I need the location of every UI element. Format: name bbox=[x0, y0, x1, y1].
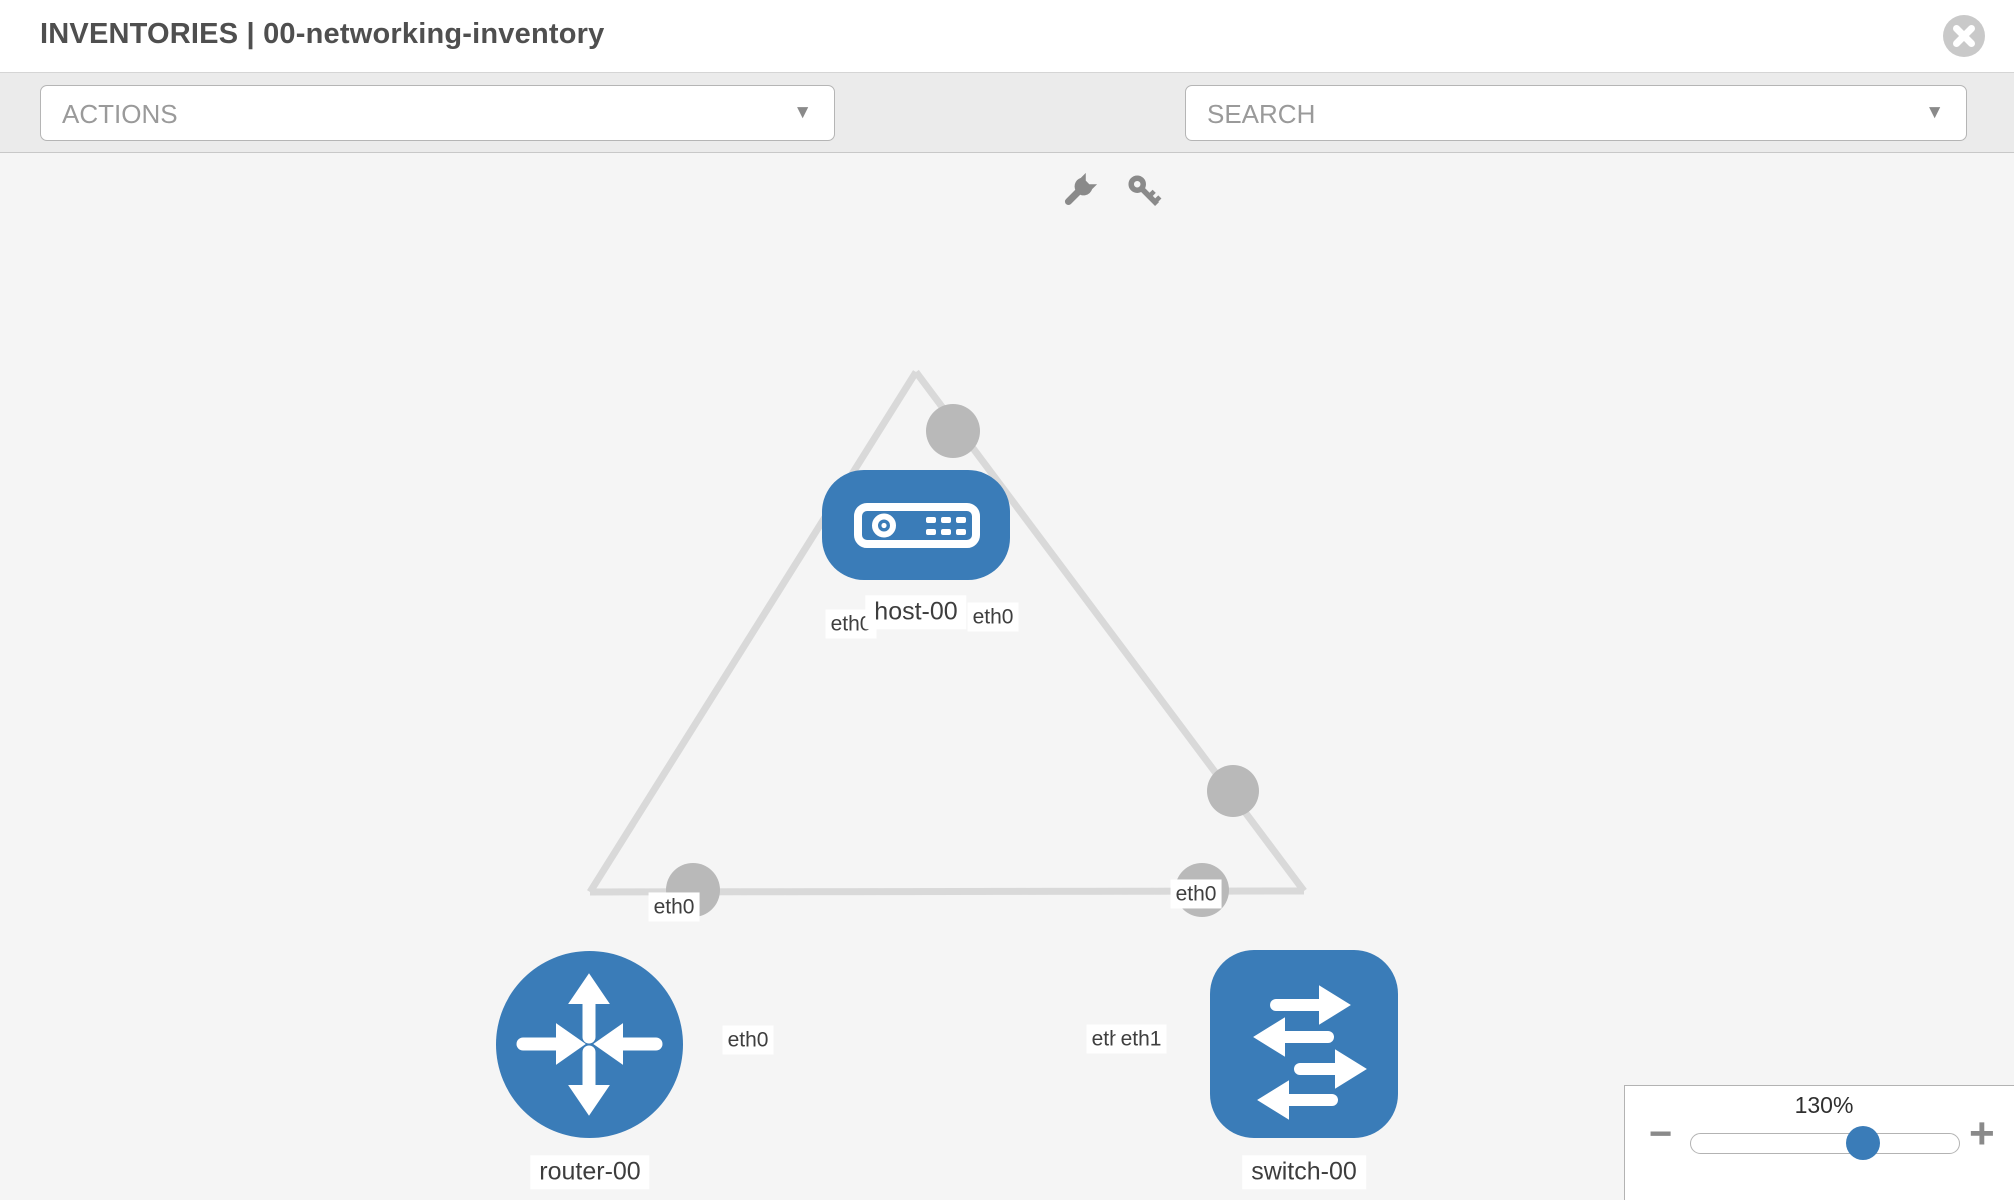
chevron-down-icon: ▼ bbox=[1925, 102, 1944, 123]
key-icon[interactable] bbox=[1122, 169, 1168, 215]
port-switch-top bbox=[1207, 765, 1259, 817]
wrench-icon[interactable] bbox=[1055, 169, 1101, 215]
zoom-slider-knob[interactable] bbox=[1846, 1126, 1880, 1160]
zoom-slider-track[interactable] bbox=[1690, 1133, 1960, 1154]
zoom-level-value: 130% bbox=[1794, 1092, 1854, 1118]
iface-label-host-right: eth0 bbox=[967, 602, 1019, 632]
iface-label-switch-left-eth1: eth1 bbox=[1115, 1024, 1167, 1054]
search-dropdown-label: SEARCH bbox=[1207, 99, 1316, 129]
zoom-control-panel: 130% − + bbox=[1624, 1085, 2014, 1200]
page-title: INVENTORIES | 00-networking-inventory bbox=[40, 18, 605, 50]
iface-label-router-right: eth0 bbox=[722, 1025, 774, 1055]
topology-canvas[interactable]: eth0 eth0 eth0 eth0 eth0 eth0 eth1 host-… bbox=[0, 153, 2014, 1200]
search-dropdown[interactable]: SEARCH ▼ bbox=[1185, 85, 1967, 141]
link-host-router[interactable] bbox=[587, 370, 919, 894]
chevron-down-icon: ▼ bbox=[793, 102, 812, 123]
toolbar: ACTIONS ▼ SEARCH ▼ bbox=[0, 73, 2014, 206]
host-icon bbox=[854, 503, 980, 548]
node-label-router-00: router-00 bbox=[530, 1155, 650, 1189]
node-label-host-00: host-00 bbox=[865, 595, 967, 629]
header-bar: INVENTORIES | 00-networking-inventory bbox=[0, 0, 2014, 73]
switch-icon bbox=[1253, 985, 1367, 1120]
port-host-bottom bbox=[926, 404, 980, 458]
zoom-out-button[interactable]: − bbox=[1649, 1112, 1673, 1156]
iface-label-link-switch: eth0 bbox=[1170, 879, 1222, 909]
node-label-switch-00: switch-00 bbox=[1242, 1155, 1366, 1189]
node-switch-00[interactable] bbox=[1210, 950, 1398, 1138]
close-button[interactable] bbox=[1943, 15, 1985, 57]
actions-dropdown-label: ACTIONS bbox=[62, 99, 178, 129]
node-host-00[interactable] bbox=[822, 470, 1010, 580]
node-router-00[interactable] bbox=[496, 951, 683, 1138]
zoom-in-button[interactable]: + bbox=[1969, 1109, 1995, 1158]
topology-links-layer bbox=[587, 369, 1307, 917]
actions-dropdown[interactable]: ACTIONS ▼ bbox=[40, 85, 835, 141]
router-icon bbox=[516, 973, 663, 1116]
iface-label-link-router: eth0 bbox=[648, 892, 700, 922]
close-icon bbox=[1953, 25, 1975, 47]
